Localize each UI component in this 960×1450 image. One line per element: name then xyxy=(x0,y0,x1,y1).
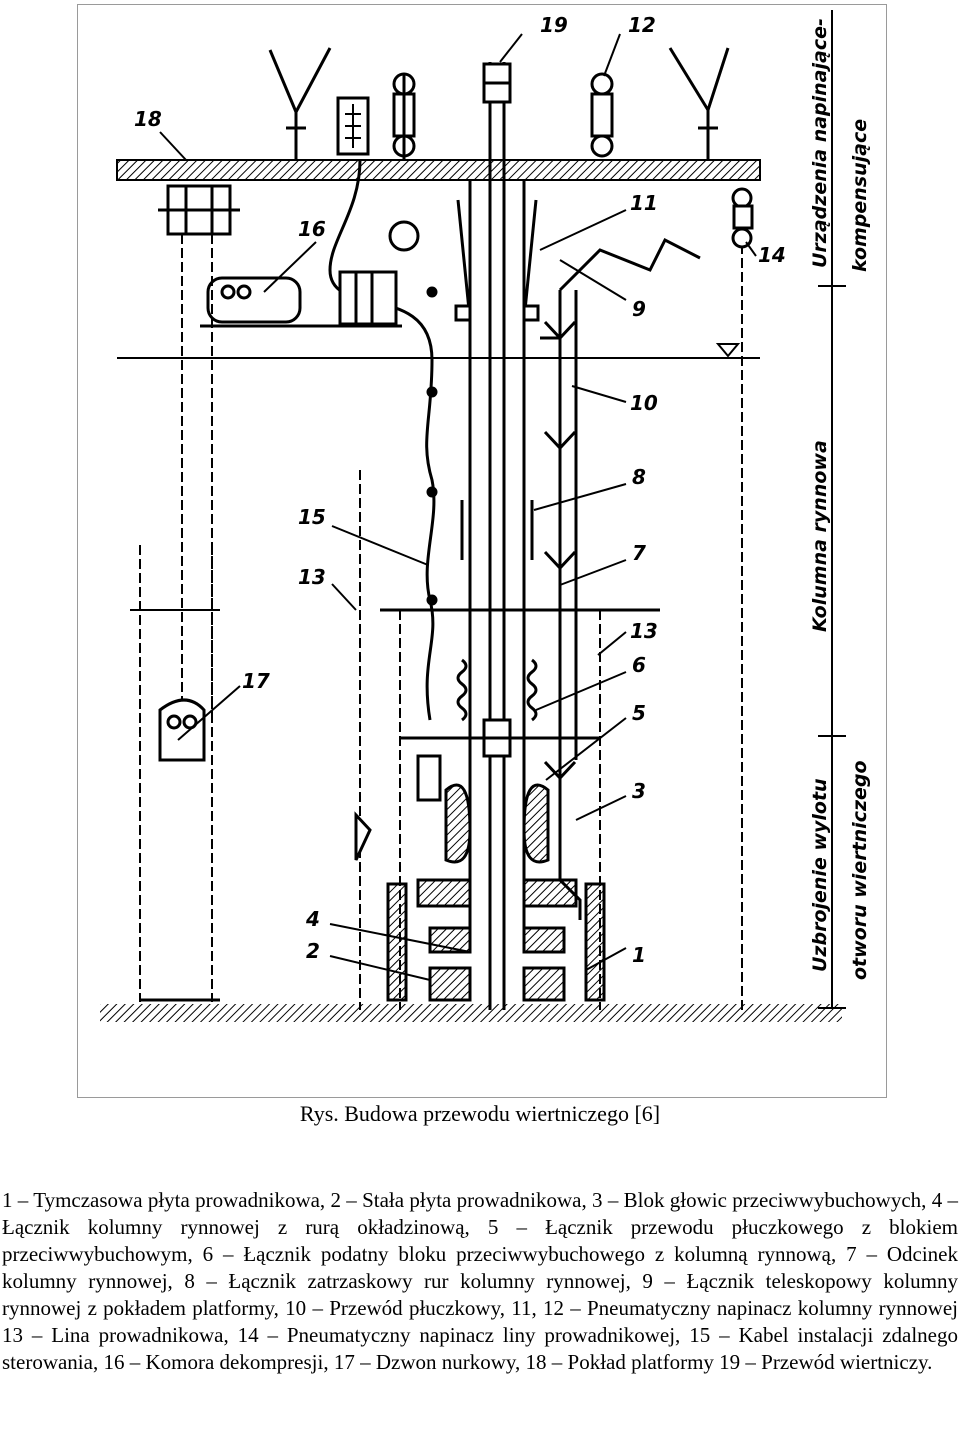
callout-18: 18 xyxy=(134,107,162,131)
control-cable xyxy=(328,159,438,721)
callout-19: 19 xyxy=(540,13,568,37)
callout-6: 6 xyxy=(632,653,646,677)
callout-13-right: 13 xyxy=(630,619,658,643)
guideline-tensioner xyxy=(731,187,754,249)
side-label-riser: Kolumna rynnowa xyxy=(809,440,831,632)
callout-11: 11 xyxy=(630,191,658,215)
callout-2: 2 xyxy=(306,939,320,963)
figure-caption: Rys. Budowa przewodu wiertniczego [6] xyxy=(299,1101,661,1126)
riser-tensioner-left xyxy=(392,72,416,160)
side-label-wellhead-1: Uzbrojenie wylotu xyxy=(809,778,831,972)
callout-12: 12 xyxy=(628,13,656,37)
deck-tensioner-arms xyxy=(268,47,730,160)
telescopic-joint xyxy=(454,199,540,322)
drill-pipe xyxy=(482,62,512,1010)
callout-15: 15 xyxy=(298,505,326,529)
callout-9: 9 xyxy=(632,297,646,321)
seabed xyxy=(100,1004,842,1022)
callout-14: 14 xyxy=(758,243,786,267)
riser-tensioner-right xyxy=(590,72,614,158)
control-panel xyxy=(336,96,370,156)
guide-bases xyxy=(386,882,606,1002)
side-label-wellhead-2: otworu wiertniczego xyxy=(849,760,871,980)
callout-16: 16 xyxy=(298,217,326,241)
platform-deck xyxy=(116,159,761,181)
callout-13-left: 13 xyxy=(298,565,326,589)
side-label-tensioners-2: kompensujące xyxy=(849,119,871,272)
bell-winch xyxy=(158,184,240,236)
water-line xyxy=(117,343,760,359)
diving-bell xyxy=(130,609,220,1002)
callout-1: 1 xyxy=(632,943,646,967)
guide-wires xyxy=(139,230,743,1010)
bop-stack xyxy=(400,736,600,908)
decompression-chamber xyxy=(200,220,420,328)
anchor-shackle xyxy=(354,811,372,861)
callout-5: 5 xyxy=(632,701,646,725)
callout-4: 4 xyxy=(305,907,320,931)
mud-line-valves xyxy=(540,320,577,781)
drilling-string-diagram: 19 12 18 16 11 14 9 10 8 15 13 7 13 6 17… xyxy=(100,10,871,1022)
dimension-line xyxy=(818,10,846,1009)
figure-legend: 1 – Tymczasowa płyta prowadnikowa, 2 – S… xyxy=(2,1188,958,1374)
side-label-tensioners-1: Urządzenia napinające- xyxy=(809,18,831,268)
callout-leaders xyxy=(159,33,757,981)
callout-10: 10 xyxy=(630,391,658,415)
callout-17: 17 xyxy=(242,669,270,693)
callout-3: 3 xyxy=(632,779,646,803)
callout-8: 8 xyxy=(632,465,646,489)
callout-7: 7 xyxy=(632,541,646,565)
riser-column xyxy=(460,180,534,950)
flex-joint xyxy=(456,658,538,722)
